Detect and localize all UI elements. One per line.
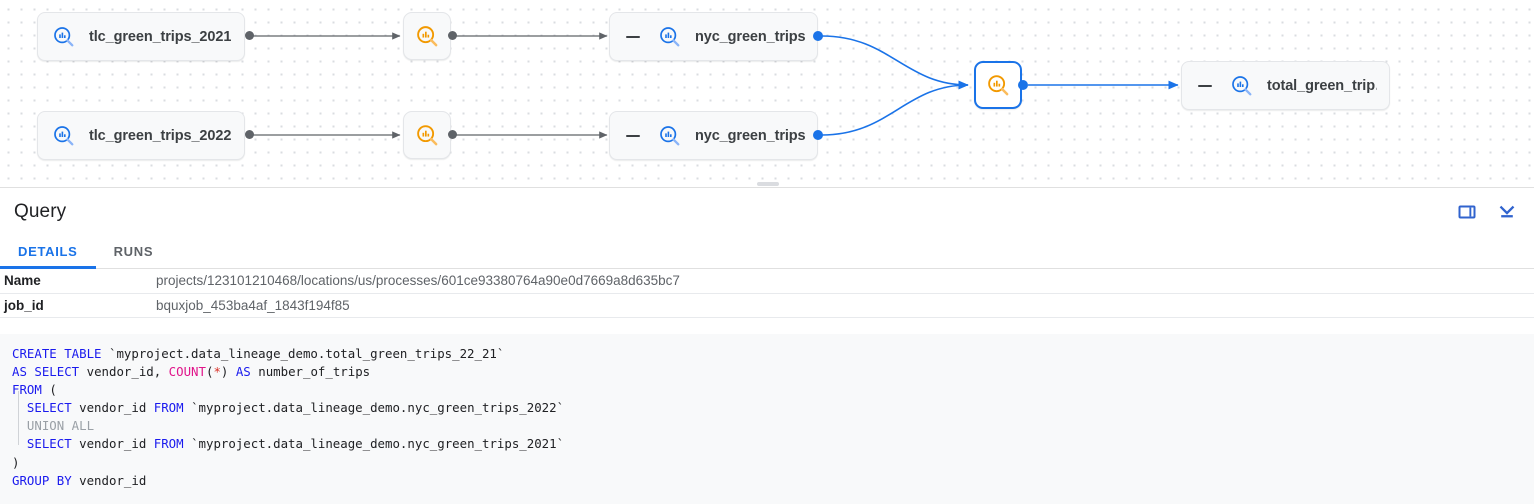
lineage-node-tlc-green-trips-2022[interactable]: tlc_green_trips_2022 bbox=[37, 111, 245, 160]
node-output-port[interactable] bbox=[813, 31, 823, 41]
sql-query-block[interactable]: CREATE TABLE `myproject.data_lineage_dem… bbox=[0, 334, 1534, 504]
lineage-graph-canvas[interactable]: tlc_green_trips_2021 tlc_green_trips_202… bbox=[0, 0, 1534, 187]
collapse-down-icon[interactable] bbox=[1494, 199, 1520, 225]
side-panel-icon[interactable] bbox=[1454, 199, 1480, 225]
lineage-node-label: tlc_green_trips_2022 bbox=[89, 127, 232, 144]
node-collapse-toggle[interactable] bbox=[626, 35, 640, 38]
lineage-node-label: nyc_green_trips… bbox=[695, 28, 805, 45]
table-row: job_id bquxjob_453ba4af_1843f194f85 bbox=[0, 293, 1534, 318]
lineage-node-label: tlc_green_trips_2021 bbox=[89, 28, 232, 45]
bigquery-table-search-icon bbox=[52, 124, 76, 148]
lineage-node-process-2[interactable] bbox=[403, 111, 451, 159]
details-table: Name projects/123101210468/locations/us/… bbox=[0, 269, 1534, 318]
detail-key-name: Name bbox=[0, 269, 154, 294]
node-output-port[interactable] bbox=[245, 130, 254, 139]
lineage-node-process-1[interactable] bbox=[403, 12, 451, 60]
bigquery-table-search-icon bbox=[658, 25, 682, 49]
lineage-node-nyc-green-trips-top[interactable]: nyc_green_trips… bbox=[609, 12, 818, 61]
tab-runs[interactable]: RUNS bbox=[113, 244, 154, 259]
tab-details[interactable]: DETAILS bbox=[0, 235, 96, 269]
detail-value-name: projects/123101210468/locations/us/proce… bbox=[154, 269, 1534, 294]
query-details-panel: Query DETAILS RUNS bbox=[0, 182, 1534, 504]
lineage-node-process-selected[interactable] bbox=[974, 61, 1022, 109]
panel-header: Query bbox=[0, 188, 1534, 236]
bigquery-table-search-icon bbox=[52, 25, 76, 49]
node-collapse-toggle[interactable] bbox=[626, 134, 640, 137]
panel-header-actions bbox=[1454, 199, 1520, 225]
lineage-node-total-green-trips[interactable]: total_green_trip… bbox=[1181, 61, 1390, 110]
detail-key-job-id: job_id bbox=[0, 293, 154, 318]
bigquery-table-search-icon bbox=[1230, 74, 1254, 98]
panel-tabs: DETAILS RUNS bbox=[0, 236, 1534, 269]
node-output-port[interactable] bbox=[813, 130, 823, 140]
node-output-port[interactable] bbox=[245, 31, 254, 40]
process-search-icon-orange bbox=[415, 24, 440, 49]
bigquery-table-search-icon bbox=[658, 124, 682, 148]
node-collapse-toggle[interactable] bbox=[1198, 84, 1212, 87]
panel-resize-handle[interactable] bbox=[757, 182, 779, 186]
lineage-node-nyc-green-trips-bottom[interactable]: nyc_green_trips… bbox=[609, 111, 818, 160]
detail-value-job-id: bquxjob_453ba4af_1843f194f85 bbox=[154, 293, 1534, 318]
node-output-port[interactable] bbox=[448, 130, 457, 139]
node-output-port[interactable] bbox=[448, 31, 457, 40]
lineage-node-label: total_green_trip… bbox=[1267, 77, 1377, 94]
lineage-edges bbox=[250, 32, 1179, 139]
lineage-node-label: nyc_green_trips… bbox=[695, 127, 805, 144]
indent-guide bbox=[18, 391, 19, 445]
lineage-node-tlc-green-trips-2021[interactable]: tlc_green_trips_2021 bbox=[37, 12, 245, 61]
page-title: Query bbox=[14, 201, 67, 222]
sql-code: CREATE TABLE `myproject.data_lineage_dem… bbox=[12, 346, 565, 488]
node-output-port[interactable] bbox=[1018, 80, 1028, 90]
process-search-icon-orange bbox=[415, 123, 440, 148]
table-row: Name projects/123101210468/locations/us/… bbox=[0, 269, 1534, 294]
process-search-icon-orange bbox=[986, 73, 1011, 98]
